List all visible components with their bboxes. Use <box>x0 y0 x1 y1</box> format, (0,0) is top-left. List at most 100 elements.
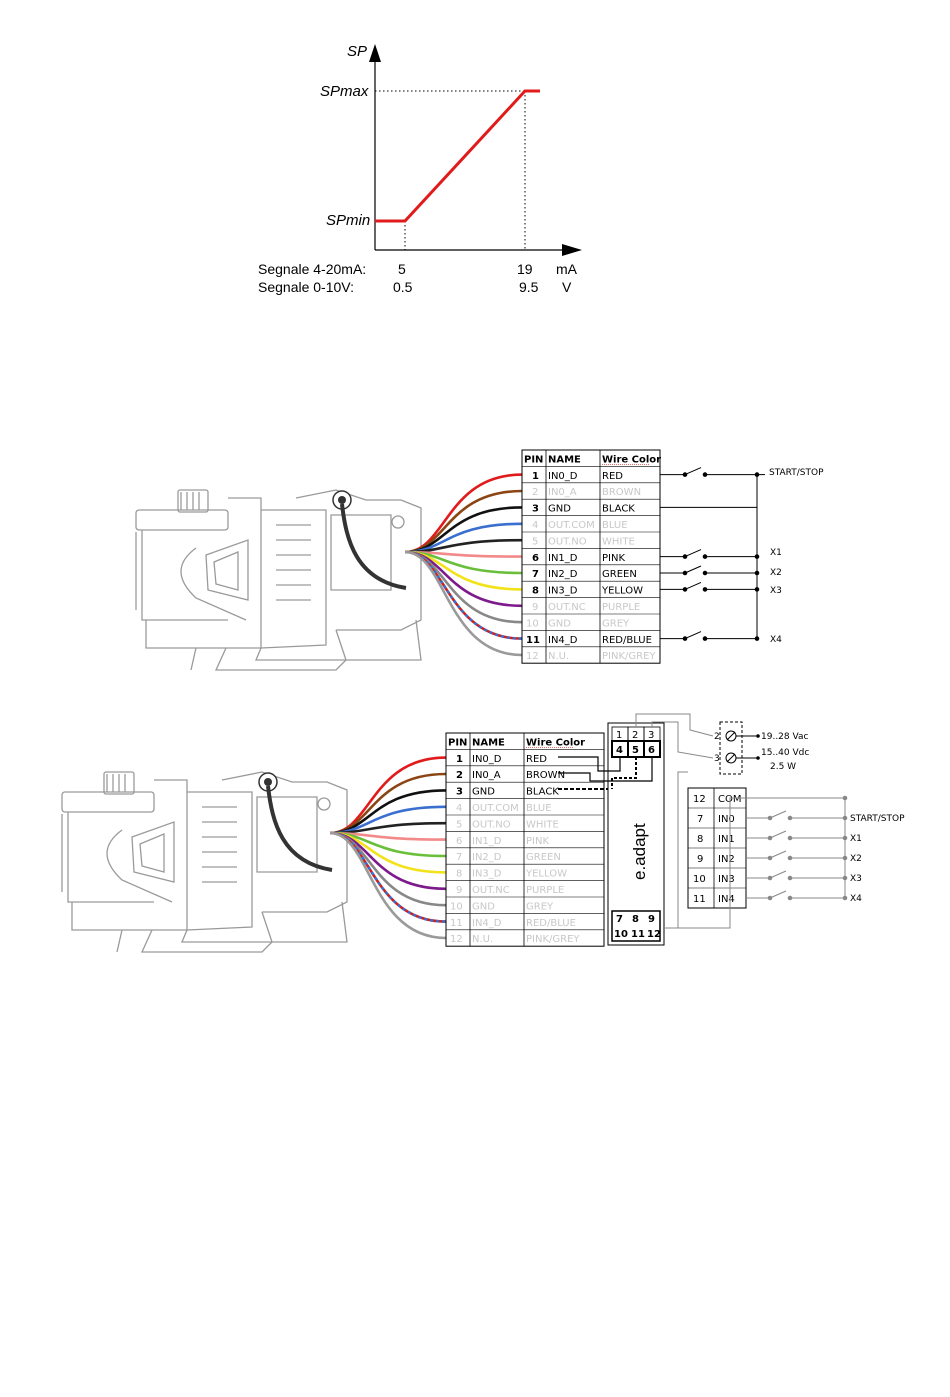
d1-pin-6: 6 <box>532 553 539 564</box>
eadapt-pin-6: 6 <box>648 745 655 756</box>
d1-start-stop-label: START/STOP <box>769 468 824 478</box>
d2-color-3: BLACK <box>526 787 559 798</box>
d1-name-9: OUT.NC <box>548 602 586 613</box>
supply-pin-b: 3 <box>714 754 720 764</box>
eadapt-pin-1: 1 <box>616 730 622 741</box>
d1-color-7: GREEN <box>602 569 637 580</box>
d2-pin-10: 10 <box>450 901 463 912</box>
d1-color-9: PURPLE <box>602 602 640 613</box>
d2-color-10: GREY <box>526 901 554 912</box>
d1-name-10: GND <box>548 618 571 629</box>
d2-color-8: YELLOW <box>525 869 567 880</box>
terminal-num-12: 12 <box>693 794 706 805</box>
d2-name-1: IN0_D <box>472 754 502 765</box>
d1-color-6: PINK <box>602 553 625 564</box>
d2-name-6: IN1_D <box>472 836 502 847</box>
d2-pin-7: 7 <box>456 852 462 863</box>
axis-y-label: SP <box>347 43 367 60</box>
terminal-num-11: 11 <box>693 894 706 905</box>
setpoint-graph: SP SPmax SPmin Segnale 4-20mA: 5 19 mA S… <box>258 43 582 295</box>
eadapt-title: e.adapt <box>630 823 649 880</box>
d2-pin-5: 5 <box>456 819 462 830</box>
d2-pin-4: 4 <box>456 803 462 814</box>
d2-header-2: Wire Color <box>526 737 585 748</box>
spmax-label: SPmax <box>320 83 369 100</box>
d2-header-1: NAME <box>472 737 505 748</box>
d2-name-2: IN0_A <box>472 770 501 781</box>
d2-name-7: IN2_D <box>472 852 502 863</box>
d1-pin-11: 11 <box>526 635 540 646</box>
signal-row-1-label: Segnale 4-20mA: <box>258 261 366 277</box>
eadapt-pin-5: 5 <box>632 745 639 756</box>
d2-pin-11: 11 <box>450 918 463 929</box>
d1-header-0: PIN <box>524 454 543 465</box>
y-axis-arrow <box>369 44 381 62</box>
pump-drawing-1 <box>134 488 423 672</box>
eadapt-terminal-link <box>664 771 688 929</box>
eadapt-pin-12: 12 <box>647 929 661 940</box>
d1-color-10: GREY <box>602 618 630 629</box>
power-supply: 2 3 19..28 Vac 15..40 Vdc 2.5 W <box>635 713 809 775</box>
d1-pin-3: 3 <box>532 504 539 515</box>
terminal-num-9: 9 <box>697 854 703 865</box>
d1-color-4: BLUE <box>602 520 628 531</box>
supply-ac: 19..28 Vac <box>761 732 808 742</box>
d1-header-1: NAME <box>548 454 581 465</box>
supply-power: 2.5 W <box>770 762 796 772</box>
signal-row-2-v2: 9.5 <box>519 279 539 295</box>
d1-color-5: WHITE <box>602 536 635 547</box>
d2-name-5: OUT.NO <box>472 819 511 830</box>
terminal-name-IN1: IN1 <box>718 834 735 845</box>
eadapt-input-connections <box>558 756 653 790</box>
eadapt-module: 1 2 3 4 5 6 e.adapt 7 8 9 10 11 12 <box>607 722 665 946</box>
d2-color-5: WHITE <box>526 819 559 830</box>
d1-color-2: BROWN <box>602 487 641 498</box>
d1-color-1: RED <box>602 471 623 482</box>
eadapt-pin-9: 9 <box>648 914 655 925</box>
eadapt-pin-2: 2 <box>632 730 638 741</box>
eadapt-pin-8: 8 <box>632 914 639 925</box>
x-axis-arrow <box>562 244 582 256</box>
signal-row-1-v1: 5 <box>398 261 406 277</box>
eadapt-pin-4: 4 <box>616 745 623 756</box>
pump-drawing-2 <box>60 770 349 954</box>
d2-wire-12 <box>329 831 447 940</box>
d2-color-4: BLUE <box>526 803 552 814</box>
d1-pin-9: 9 <box>532 602 538 613</box>
d1-x4-label: X4 <box>770 635 782 645</box>
d1-x1-label: X1 <box>770 548 782 558</box>
signal-row-2-v1: 0.5 <box>393 279 413 295</box>
supply-pin-a: 2 <box>714 732 720 742</box>
terminal-name-IN0: IN0 <box>718 814 735 825</box>
d2-pin-6: 6 <box>456 836 462 847</box>
d1-pin-12: 12 <box>526 651 539 662</box>
d2-pin-8: 8 <box>456 869 462 880</box>
eadapt-pin-10: 10 <box>614 929 628 940</box>
signal-row-1-unit: mA <box>556 261 578 277</box>
wire-bundle-1 <box>404 473 523 657</box>
d1-color-12: PINK/GREY <box>602 651 656 662</box>
d2-pin-1: 1 <box>456 754 463 765</box>
d1-name-3: GND <box>548 504 571 515</box>
d2-name-3: GND <box>472 787 495 798</box>
d2-x2-label: X2 <box>850 854 862 864</box>
d1-x3-label: X3 <box>770 586 782 596</box>
eadapt-pin-3: 3 <box>648 730 654 741</box>
d1-name-7: IN2_D <box>548 569 578 580</box>
terminal-name-IN2: IN2 <box>718 854 735 865</box>
eadapt-pin-7: 7 <box>616 914 623 925</box>
d2-color-9: PURPLE <box>526 885 564 896</box>
d1-color-11: RED/BLUE <box>602 635 652 646</box>
d2-start-stop-label: START/STOP <box>850 814 905 824</box>
d1-name-1: IN0_D <box>548 471 578 482</box>
signal-row-1-v2: 19 <box>517 261 533 277</box>
d1-name-5: OUT.NO <box>548 536 587 547</box>
d1-name-4: OUT.COM <box>548 520 595 531</box>
signal-row-2-label: Segnale 0-10V: <box>258 279 354 295</box>
eadapt-top-pins: 1 2 3 <box>611 726 661 742</box>
d2-pin-12: 12 <box>450 934 463 945</box>
spmin-label: SPmin <box>326 212 370 229</box>
